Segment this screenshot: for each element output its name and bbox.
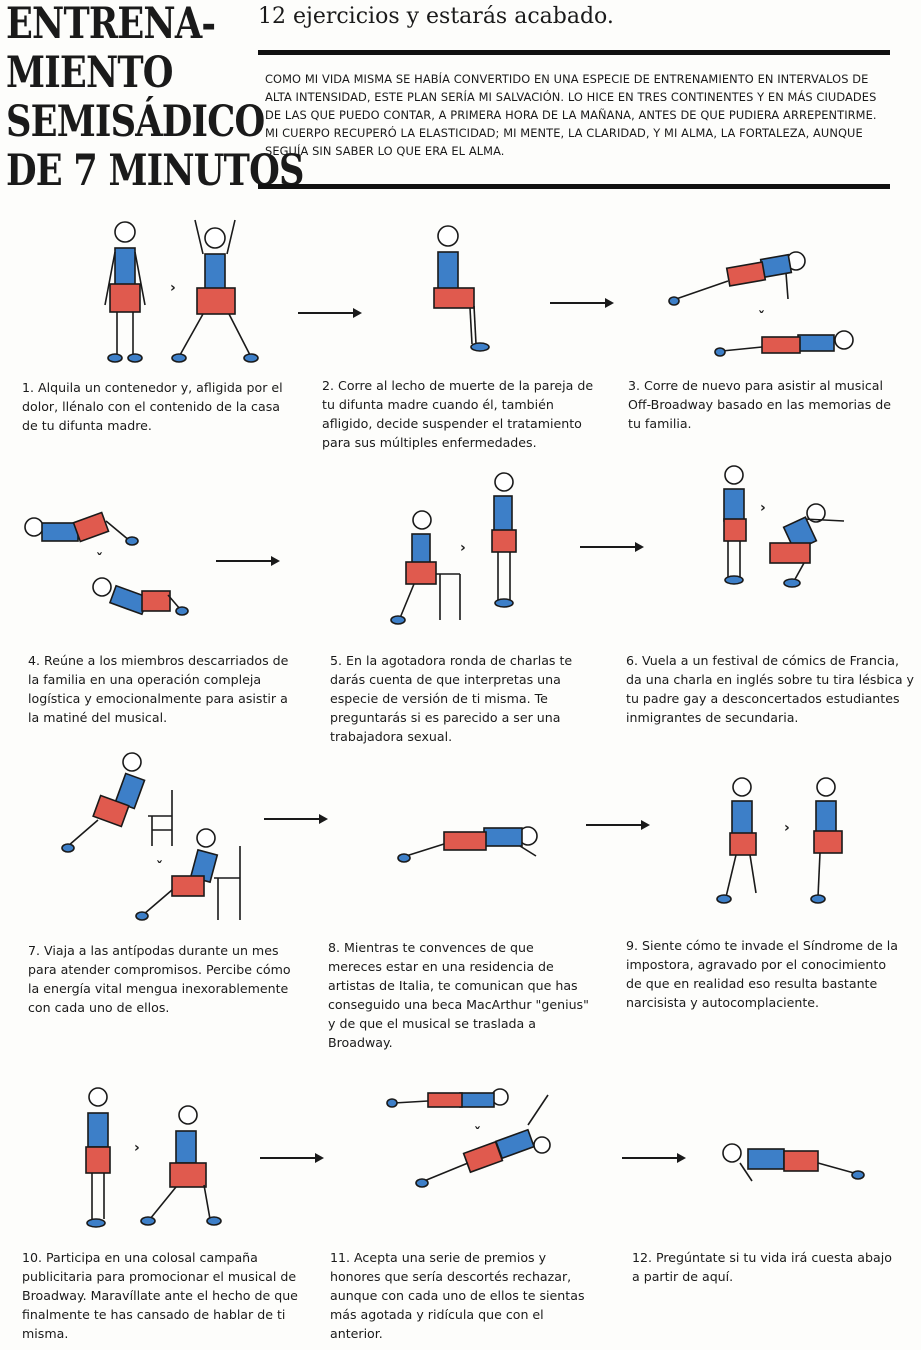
arrow-right-icon	[550, 298, 614, 308]
chevron-down-icon: ˇ	[156, 860, 163, 876]
exercise-caption-11: 11.Acepta una serie de premios y honores…	[330, 1250, 585, 1341]
wall-sit-figure-icon	[433, 225, 490, 352]
crunch-figure-icon	[24, 511, 189, 616]
push-up-figure-icon	[668, 251, 854, 357]
title-line: MIENTO	[6, 48, 173, 98]
title-line: ENTRENA-	[6, 0, 216, 49]
arrow-right-icon	[580, 542, 644, 552]
plank-figure-icon	[397, 826, 538, 863]
divider-top	[258, 50, 890, 55]
arrow-right-icon	[264, 814, 328, 824]
exercise-caption-1: 1.Alquila un contenedor y, afligida por …	[22, 380, 283, 433]
arrow-right-icon	[622, 1153, 686, 1163]
title-line: SEMISÁDICO	[6, 97, 265, 147]
jumping-jack-figure-icon	[104, 219, 259, 363]
chevron-right-icon: ›	[170, 280, 176, 296]
exercise-caption-7: 7.Viaja a las antípodas durante un mes p…	[28, 943, 291, 1015]
exercise-caption-10: 10.Participa en una colosal campaña publ…	[22, 1250, 298, 1341]
arrow-right-icon	[260, 1153, 324, 1163]
triceps-dip-figure-icon	[61, 752, 241, 921]
side-plank-figure-icon	[722, 1143, 865, 1182]
title-line: DE 7 MINUTOS	[6, 146, 304, 196]
lunge-figure-icon	[85, 1087, 222, 1228]
exercise-caption-12: 12.Pregúntate si tu vida irá cuesta abaj…	[632, 1250, 892, 1284]
chevron-right-icon: ›	[134, 1140, 140, 1156]
chevron-down-icon: ˇ	[474, 1126, 481, 1142]
exercise-caption-2: 2.Corre al lecho de muerte de la pareja …	[322, 378, 594, 450]
exercise-caption-3: 3.Corre de nuevo para asistir al musical…	[628, 378, 892, 431]
chevron-right-icon: ›	[784, 820, 790, 836]
chevron-down-icon: ˇ	[96, 552, 103, 568]
exercise-caption-9: 9.Siente cómo te invade el Síndrome de l…	[626, 938, 898, 1010]
arrow-right-icon	[586, 820, 650, 830]
push-up-rotation-figure-icon	[386, 1088, 551, 1188]
chevron-right-icon: ›	[760, 500, 766, 516]
chevron-down-icon: ˇ	[758, 310, 765, 326]
exercise-caption-8: 8.Mientras te convences de que mereces e…	[328, 940, 589, 1050]
arrow-right-icon	[298, 308, 362, 318]
arrow-right-icon	[216, 556, 280, 566]
exercise-caption-6: 6.Vuela a un festival de cómics de Franc…	[626, 653, 915, 725]
intro-text: Como mi vida misma se había convertido e…	[265, 72, 877, 158]
chevron-right-icon: ›	[460, 540, 466, 556]
divider-bottom	[258, 184, 890, 189]
subtitle: 12 ejercicios y estarás acabado.	[258, 4, 614, 29]
page-title: ENTRENA- MIENTO SEMISÁDICO DE 7 MINUTOS	[6, 0, 304, 196]
exercise-caption-4: 4.Reúne a los miembros descarriados de l…	[28, 653, 289, 725]
high-knees-figure-icon	[716, 777, 843, 904]
exercise-caption-5: 5.En la agotadora ronda de charlas te da…	[330, 653, 573, 744]
step-up-figure-icon	[390, 472, 517, 625]
squat-figure-icon	[723, 465, 845, 588]
